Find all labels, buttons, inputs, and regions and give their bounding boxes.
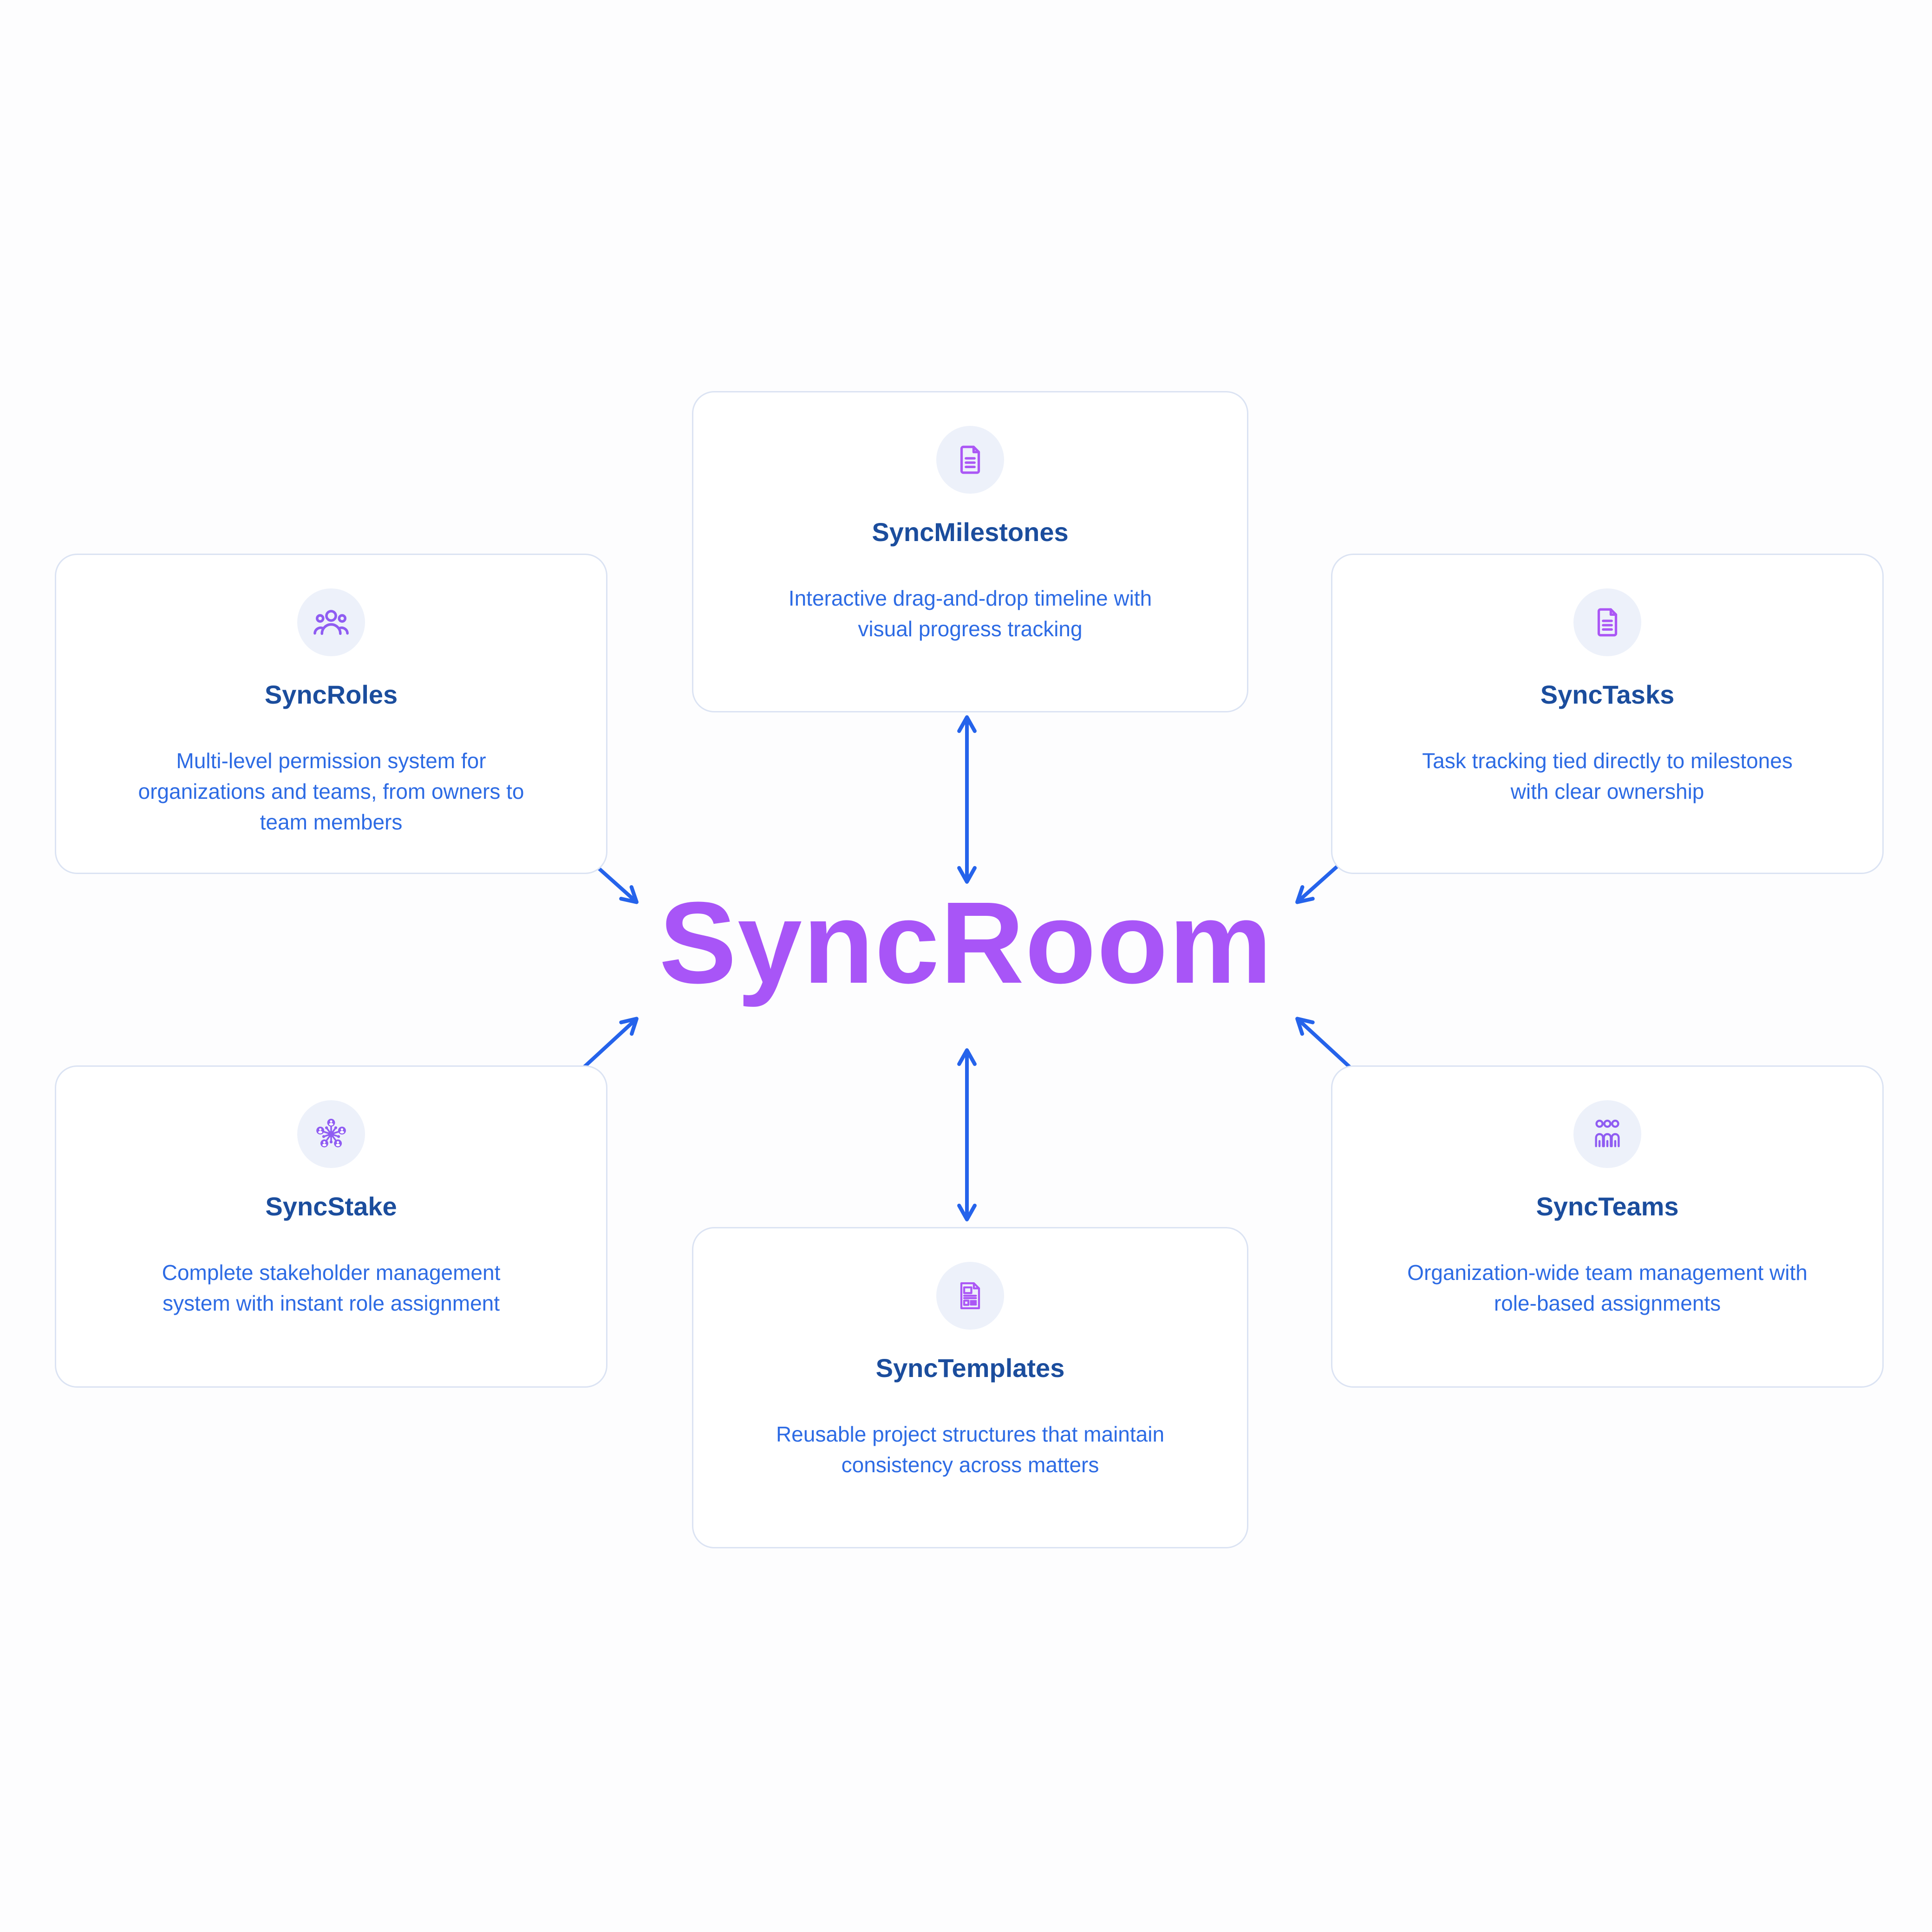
file-text-icon [936,426,1004,494]
stakeholder-network-icon [297,1100,365,1168]
card-title: SyncRoles [264,680,398,709]
card-synctemplates: SyncTemplates Reusable project structure… [692,1227,1248,1548]
card-synctasks: SyncTasks Task tracking tied directly to… [1331,554,1884,874]
card-description: Organization-wide team management with r… [1407,1260,1808,1315]
template-document-icon [936,1262,1004,1330]
team-group-icon [1573,1100,1641,1168]
card-description: Complete stakeholder management system w… [162,1260,501,1315]
users-icon [297,588,365,656]
card-title: SyncTasks [1540,680,1675,709]
card-syncmilestones: SyncMilestones Interactive drag-and-drop… [692,391,1248,712]
card-description: Reusable project structures that maintai… [776,1422,1165,1477]
card-syncteams: SyncTeams Organization-wide team managem… [1331,1065,1884,1388]
card-title: SyncTemplates [875,1353,1065,1383]
card-syncstake: SyncStake Complete stakeholder managemen… [55,1065,607,1388]
card-description: Multi-level permission system for organi… [138,749,524,834]
card-syncroles: SyncRoles Multi-level permission system … [55,554,607,874]
hub-title: SyncRoom [659,878,1273,1007]
card-title: SyncTeams [1536,1192,1679,1221]
card-description: Task tracking tied directly to milestone… [1422,749,1793,803]
card-title: SyncStake [265,1192,397,1221]
file-text-icon [1573,588,1641,656]
card-description: Interactive drag-and-drop timeline with … [788,586,1152,641]
card-title: SyncMilestones [872,517,1069,547]
